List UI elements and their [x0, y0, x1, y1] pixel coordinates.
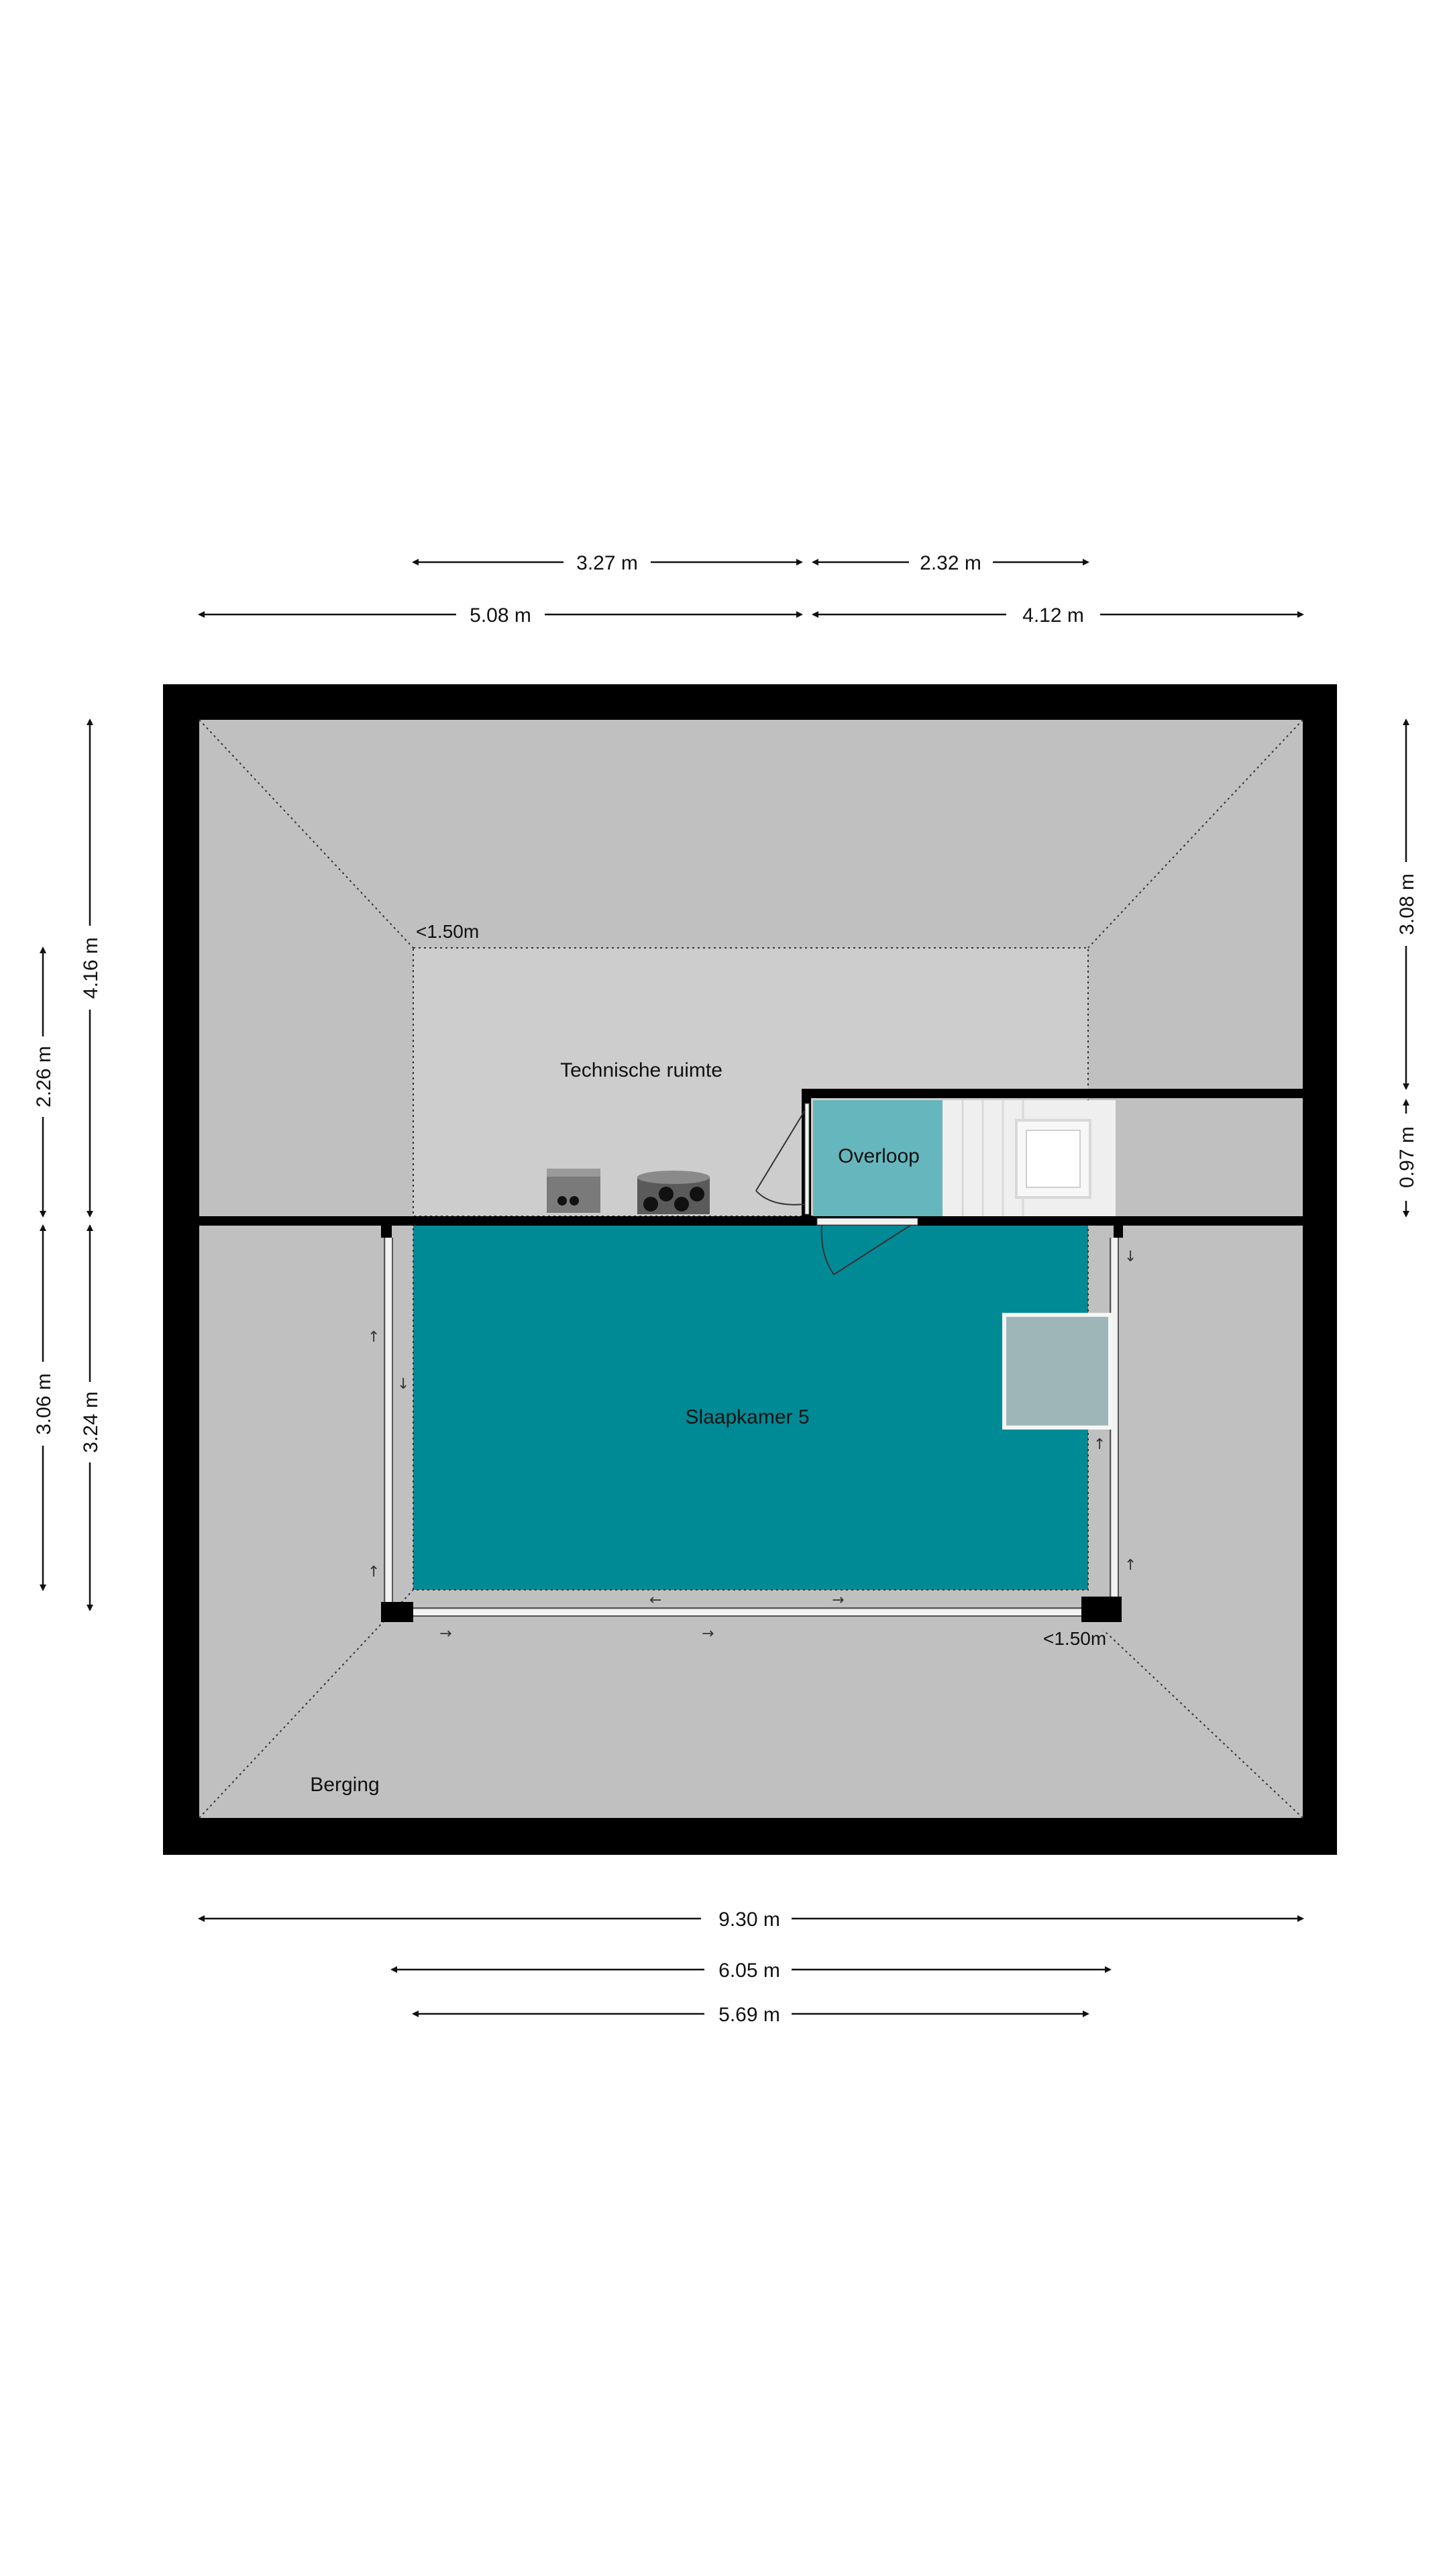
svg-text:→: → [439, 1625, 451, 1642]
knee-wall-fill [386, 1238, 1118, 1615]
dim-left-outer-bottom: 3.24 m [80, 1391, 102, 1453]
svg-text:↑: ↑ [1093, 1436, 1106, 1453]
knee-walls [384, 1238, 1119, 1617]
dim-left-outer-top: 4.16 m [80, 937, 102, 999]
dim-top-outer-right: 4.12 m [1022, 604, 1084, 627]
svg-text:→: → [832, 1592, 844, 1609]
slaapkamer-floor [413, 1222, 1088, 1590]
overloop-label: Overloop [838, 1145, 920, 1167]
roof-ridge-lines [199, 719, 1303, 1819]
overloop-floor [813, 1100, 943, 1216]
technische-ruimte-label: Technische ruimte [560, 1059, 722, 1081]
roof-window [1002, 1313, 1112, 1430]
dim-right-bottom: 0.97 m [1396, 1126, 1418, 1188]
dimension-lines [40, 559, 1409, 2017]
dim-top-inner-left: 3.27 m [576, 552, 638, 574]
dim-top-outer-left: 5.08 m [470, 604, 531, 627]
dim-bottom-middle: 6.05 m [718, 1960, 780, 1982]
svg-text:↓: ↓ [397, 1376, 409, 1393]
interior-walls [199, 1089, 1303, 1622]
svg-text:↑: ↑ [368, 1329, 380, 1346]
svg-text:↑: ↑ [1124, 1557, 1136, 1574]
berging-label: Berging [310, 1774, 379, 1796]
slaapkamer-door [816, 1218, 918, 1275]
overloop-door [755, 1103, 810, 1215]
sliding-door-arrows: ↑ ↓ ↑ ← → → → ↓ ↑ ↑ [368, 1248, 1136, 1642]
svg-text:←: ← [649, 1592, 661, 1609]
dim-top-inner-right: 2.32 m [920, 552, 981, 574]
svg-text:→: → [702, 1625, 714, 1642]
dim-right-top: 3.08 m [1396, 873, 1418, 935]
dim-left-inner-top: 2.26 m [33, 1046, 55, 1108]
svg-text:↑: ↑ [368, 1564, 380, 1580]
slaapkamer-label: Slaapkamer 5 [685, 1406, 809, 1428]
height-note-bottom: <1.50m [1043, 1628, 1106, 1649]
technical-equipment [547, 1169, 710, 1214]
height-note-top: <1.50m [416, 921, 479, 942]
dim-bottom-inner: 5.69 m [718, 2004, 780, 2026]
dim-bottom-total: 9.30 m [718, 1909, 780, 1931]
staircase [943, 1100, 1116, 1216]
svg-text:↓: ↓ [1124, 1248, 1136, 1265]
dim-left-inner-bottom: 3.06 m [33, 1373, 55, 1435]
